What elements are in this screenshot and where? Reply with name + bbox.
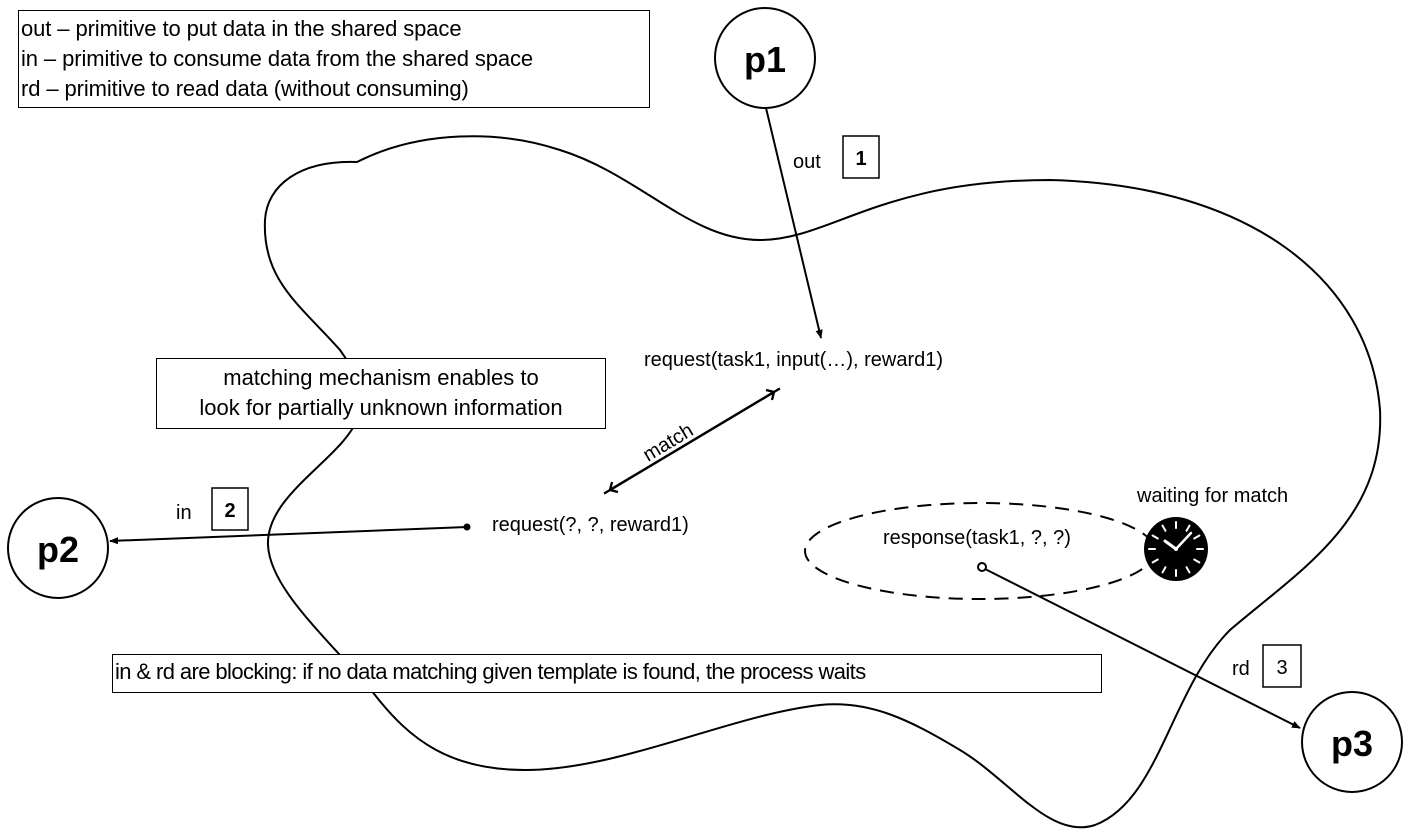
process-p1-label: p1 bbox=[744, 39, 786, 80]
process-p2-label: p2 bbox=[37, 529, 79, 570]
process-p3[interactable]: p3 bbox=[1301, 691, 1403, 793]
tuple-space-boundary bbox=[263, 135, 1382, 829]
tuple-request-template: request(?, ?, reward1) bbox=[492, 514, 689, 536]
rd-arrow bbox=[984, 568, 1301, 729]
blocking-note: in & rd are blocking: if no data matchin… bbox=[112, 654, 1102, 693]
in-step-number: 2 bbox=[224, 500, 235, 522]
out-step-number: 1 bbox=[855, 148, 866, 170]
match-arrow bbox=[603, 387, 781, 495]
legend-box: out – primitive to put data in the share… bbox=[18, 10, 650, 108]
tuple-request-full: request(task1, input(…), reward1) bbox=[644, 349, 943, 371]
out-step-box bbox=[842, 135, 880, 179]
matching-note-line-2: look for partially unknown information bbox=[199, 395, 563, 420]
rd-step-number: 3 bbox=[1276, 657, 1287, 679]
rd-step-box bbox=[1262, 644, 1302, 688]
waiting-template-ellipse bbox=[804, 502, 1156, 600]
process-p1[interactable]: p1 bbox=[714, 7, 816, 109]
legend-line-in: in – primitive to consume data from the … bbox=[21, 46, 534, 71]
matching-note-line-1: matching mechanism enables to bbox=[223, 365, 539, 390]
clock-icon bbox=[1144, 517, 1208, 581]
in-arrow bbox=[109, 526, 468, 545]
waiting-label: waiting for match bbox=[1136, 485, 1288, 507]
match-label: match bbox=[639, 419, 697, 466]
process-p3-label: p3 bbox=[1331, 723, 1373, 764]
out-arrow bbox=[765, 107, 823, 339]
in-step-box bbox=[211, 487, 249, 531]
matching-note: matching mechanism enables to look for p… bbox=[156, 358, 606, 429]
tuple-response-template: response(task1, ?, ?) bbox=[883, 527, 1071, 549]
legend-line-rd: rd – primitive to read data (without con… bbox=[21, 76, 469, 101]
out-label: out bbox=[793, 151, 821, 173]
rd-label: rd bbox=[1232, 658, 1250, 680]
legend-line-out: out – primitive to put data in the share… bbox=[21, 16, 462, 41]
response-template-anchor bbox=[977, 562, 987, 572]
in-label: in bbox=[176, 502, 192, 524]
process-p2[interactable]: p2 bbox=[7, 497, 109, 599]
